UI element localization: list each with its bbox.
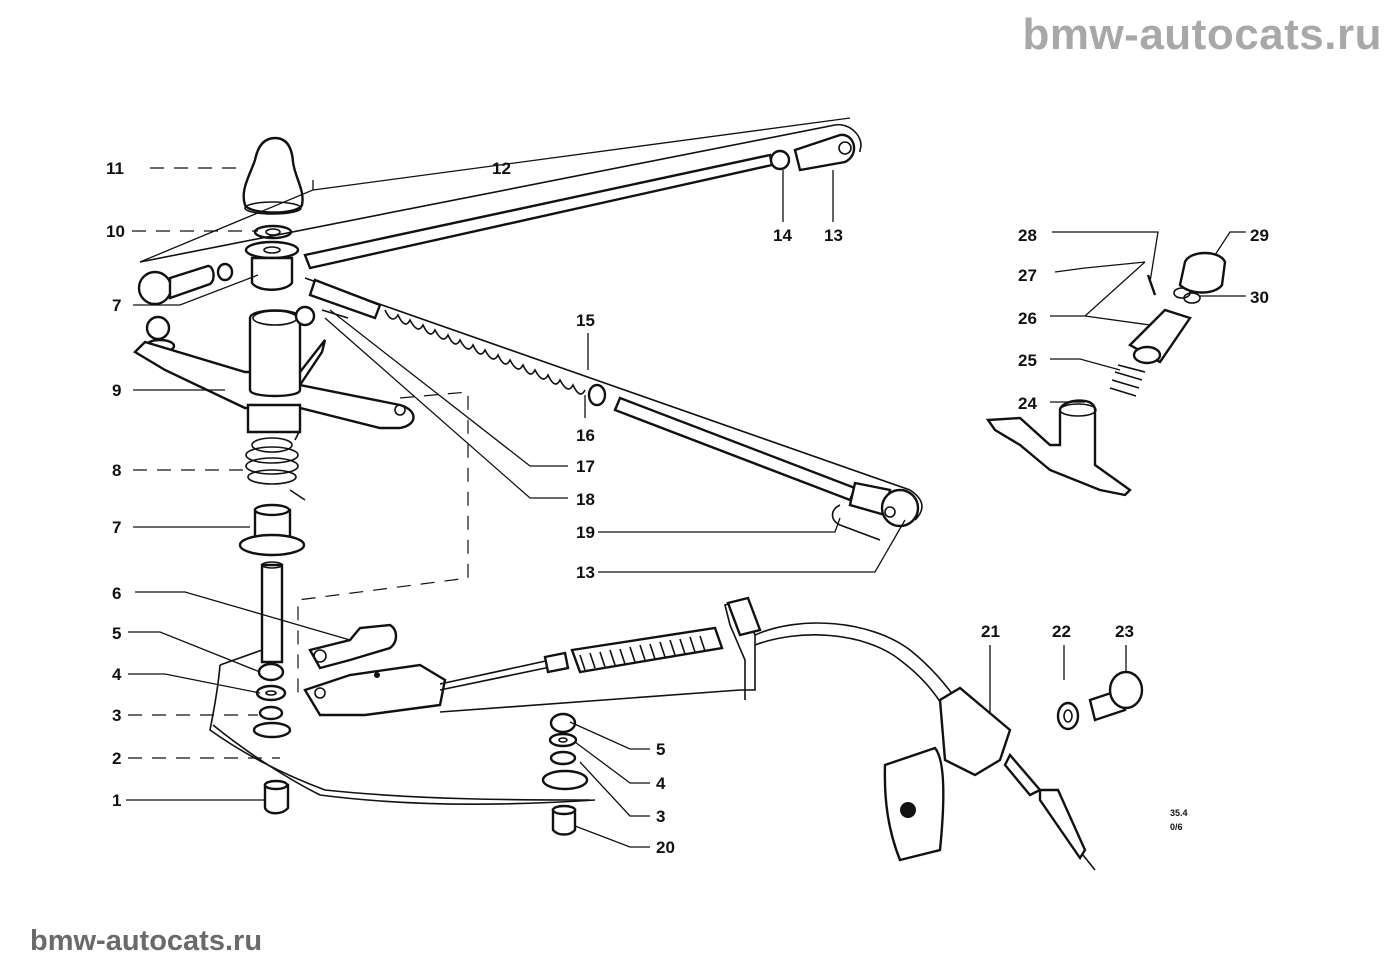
drawing-code: 35.4 0/6 [1170,808,1188,832]
callout-4-left: 4 [112,665,122,684]
callout-14: 14 [773,226,792,245]
dashed-connector [297,391,469,700]
washer-3-right[interactable] [541,750,589,791]
callout-labels: 11 12 10 14 13 7 15 9 16 8 17 18 7 19 13… [106,159,1269,857]
drawing-code-line-2: 0/6 [1170,822,1183,832]
callout-23: 23 [1115,622,1134,641]
callout-15: 15 [576,311,595,330]
bushing-7-upper[interactable] [244,240,300,291]
bracket-plate[interactable] [209,649,596,806]
callout-17: 17 [576,457,595,476]
callout-11: 11 [106,159,124,178]
callout-28: 28 [1018,226,1037,245]
callout-4-right: 4 [656,774,666,793]
bowden-cable[interactable] [754,622,1096,871]
spring-25[interactable] [1109,364,1146,397]
callout-3-right: 3 [656,807,665,826]
cable-bracket[interactable] [439,596,762,713]
bushing-20[interactable] [551,804,577,836]
callout-2: 2 [112,749,121,768]
spring-30[interactable] [1173,287,1201,304]
bolt-23[interactable] [1088,670,1144,722]
callout-18: 18 [576,490,595,509]
callout-30: 30 [1250,288,1269,307]
selector-lever[interactable] [308,623,398,670]
housing-24[interactable] [985,399,1132,497]
gear-lever-arm[interactable] [139,123,862,270]
callout-26: 26 [1018,309,1037,328]
callout-6: 6 [112,584,121,603]
shift-lever-base-plate[interactable] [133,305,415,434]
clevis-fork[interactable] [303,663,447,717]
callout-20: 20 [656,838,675,857]
watermark-bottom: bmw-autocats.ru [30,925,263,957]
leader-lines [126,117,1246,848]
callout-13-bottom: 13 [576,563,595,582]
bushing-7-lower[interactable] [238,503,306,557]
sleeve-26[interactable] [1128,308,1192,365]
cable-adjuster[interactable] [439,626,724,691]
callout-13-top: 13 [824,226,843,245]
watermark-top: bmw-autocats.ru [1022,10,1382,59]
washer-4-left[interactable] [255,684,287,702]
callout-3-left: 3 [112,706,121,725]
callout-21: 21 [981,622,1000,641]
pin-28[interactable] [1146,274,1157,296]
bushing-1[interactable] [263,779,290,815]
spring-16[interactable] [384,309,607,407]
callout-7-upper: 7 [112,296,121,315]
callout-22: 22 [1052,622,1071,641]
callout-9: 9 [112,381,121,400]
nut-5-right[interactable] [549,712,577,734]
callout-29: 29 [1250,226,1269,245]
callout-5-right: 5 [656,740,665,759]
callout-16: 16 [576,426,595,445]
washer-22[interactable] [1056,701,1080,731]
ball-joint-left[interactable] [137,262,234,354]
callout-12: 12 [492,159,511,178]
cap-29[interactable] [1178,251,1227,294]
callout-25: 25 [1018,351,1037,370]
callout-5-left: 5 [112,624,121,643]
callout-7-lower: 7 [112,518,121,537]
drawing-code-line-1: 35.4 [1170,808,1188,818]
callout-24: 24 [1018,394,1037,413]
callout-1: 1 [112,791,121,810]
washer-4-right[interactable] [548,732,578,748]
shift-rod-15[interactable] [304,277,923,541]
callout-8: 8 [112,461,121,480]
shift-knob[interactable] [242,136,304,215]
nut-5-left[interactable] [257,662,285,682]
callout-10: 10 [106,222,125,241]
shift-rod[interactable] [260,561,284,664]
callout-19: 19 [576,523,595,542]
washer-10[interactable] [253,224,293,240]
washer-3-left[interactable] [252,705,292,739]
spring-8[interactable] [245,429,306,501]
callout-27: 27 [1018,266,1037,285]
